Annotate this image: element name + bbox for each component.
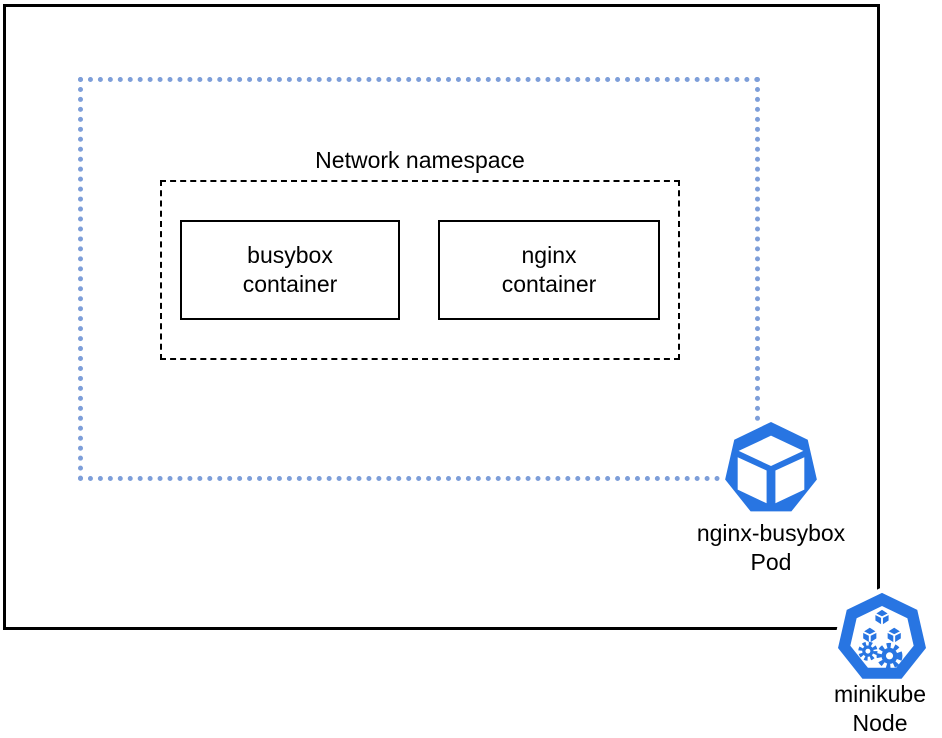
kubernetes-pod-icon — [719, 416, 823, 517]
pod-label: nginx-busybox Pod — [646, 519, 896, 577]
pod-type: Pod — [750, 549, 792, 575]
busybox-container-label: busybox container — [243, 241, 338, 299]
network-namespace-title: Network namespace — [315, 147, 525, 173]
network-namespace-label: Network namespace — [160, 146, 680, 175]
nginx-container-label-line2: container — [501, 271, 597, 297]
node-type: Node — [852, 710, 908, 736]
node-gears-icon — [858, 641, 903, 669]
pod-name: nginx-busybox — [696, 520, 846, 546]
node-boundary-rect — [3, 4, 880, 630]
busybox-container-label-line2: container — [242, 271, 338, 297]
network-namespace-rect — [160, 180, 680, 360]
busybox-container-box: busybox container — [180, 220, 400, 320]
cube-top-face — [738, 435, 804, 467]
busybox-container-label-line1: busybox — [247, 242, 333, 268]
cube-right-face — [775, 457, 805, 504]
pod-boundary-rect — [78, 77, 760, 481]
cube-left-face — [737, 457, 767, 504]
node-icon — [832, 587, 932, 685]
pod-icon — [719, 416, 823, 518]
node-name: minikube — [833, 681, 927, 707]
node-cubes-icon — [861, 607, 903, 645]
kubernetes-node-icon — [832, 587, 932, 684]
nginx-container-label-line1: nginx — [521, 242, 577, 268]
nginx-container-box: nginx container — [438, 220, 660, 320]
node-label: minikube Node — [805, 680, 942, 738]
nginx-container-label: nginx container — [502, 241, 597, 299]
